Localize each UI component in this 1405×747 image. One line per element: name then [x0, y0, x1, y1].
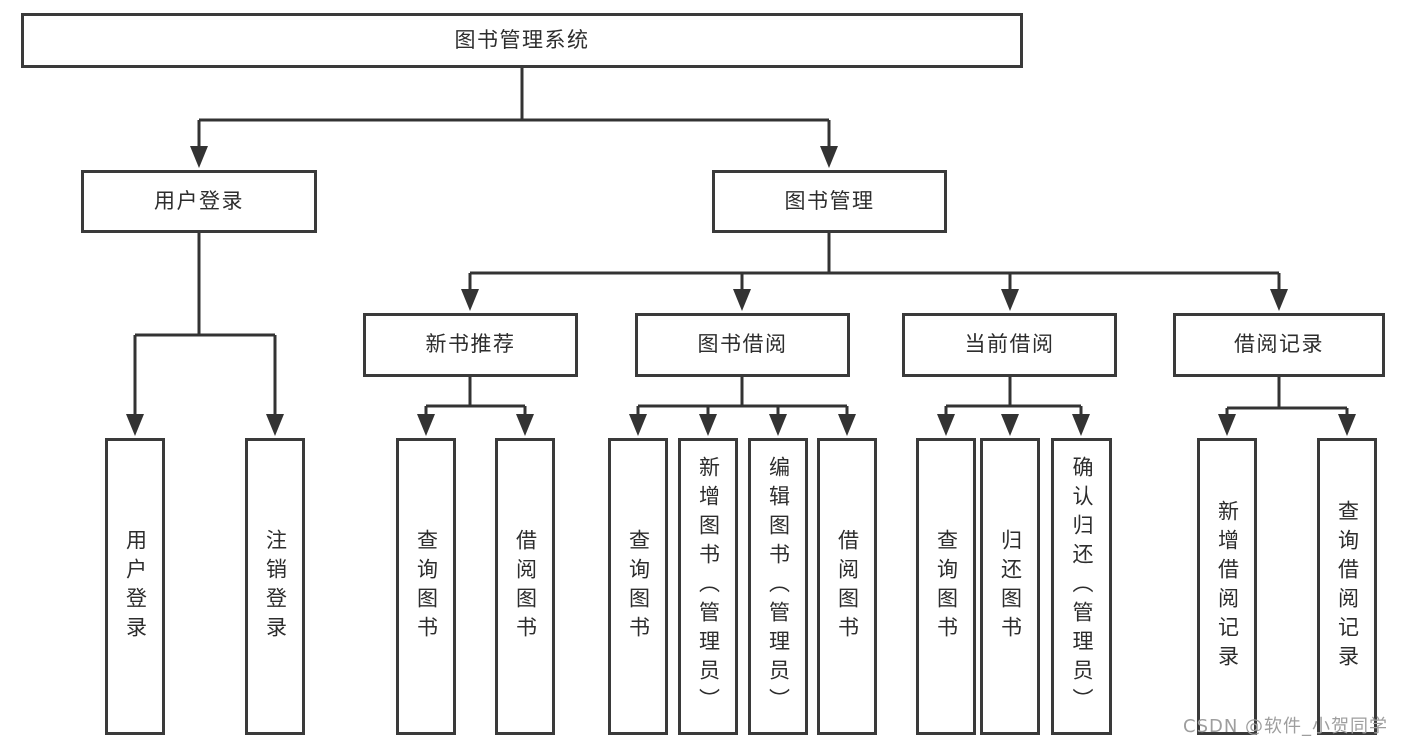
leaf-query-books-1: 查询图书: [396, 438, 456, 735]
leaf-user-login: 用户登录: [105, 438, 165, 735]
leaf-query-books-2: 查询图书: [608, 438, 668, 735]
node-borrow-records-label: 借阅记录: [1234, 332, 1324, 357]
leaf-query-borrow-record-label: 查询借阅记录: [1335, 499, 1360, 674]
leaf-return-books-label: 归还图书: [998, 528, 1023, 645]
leaf-query-books-2-label: 查询图书: [626, 528, 651, 645]
node-book-management: 图书管理: [712, 170, 947, 233]
leaf-borrow-books-1: 借阅图书: [495, 438, 555, 735]
leaf-edit-books-admin: 编辑图书（管理员）: [748, 438, 808, 735]
arrowheads: [126, 146, 1356, 436]
node-current-borrow-label: 当前借阅: [964, 332, 1055, 357]
leaf-query-borrow-record: 查询借阅记录: [1317, 438, 1377, 735]
leaf-return-books: 归还图书: [980, 438, 1040, 735]
leaf-logout: 注销登录: [245, 438, 305, 735]
node-borrow-records: 借阅记录: [1173, 313, 1385, 377]
leaf-add-books-admin: 新增图书（管理员）: [678, 438, 738, 735]
leaf-add-books-admin-label: 新增图书（管理员）: [696, 456, 721, 717]
leaf-logout-label: 注销登录: [263, 528, 288, 645]
leaf-user-login-label: 用户登录: [123, 528, 148, 645]
node-user-login: 用户登录: [81, 170, 317, 233]
node-current-borrow: 当前借阅: [902, 313, 1117, 377]
leaf-confirm-return-admin-label: 确认归还（管理员）: [1070, 456, 1094, 717]
leaf-borrow-books-2: 借阅图书: [817, 438, 877, 735]
leaf-query-books-3: 查询图书: [916, 438, 976, 735]
node-root-system: 图书管理系统: [21, 13, 1023, 68]
node-new-book-recommend-label: 新书推荐: [425, 332, 516, 357]
node-book-management-label: 图书管理: [784, 188, 875, 213]
node-book-borrow-label: 图书借阅: [697, 332, 788, 357]
node-root-label: 图书管理系统: [454, 27, 590, 52]
leaf-query-books-3-label: 查询图书: [934, 528, 959, 645]
leaf-borrow-books-1-label: 借阅图书: [513, 528, 538, 645]
leaf-add-borrow-record: 新增借阅记录: [1197, 438, 1257, 735]
leaf-confirm-return-admin: 确认归还（管理员）: [1051, 438, 1112, 735]
leaf-add-borrow-record-label: 新增借阅记录: [1215, 499, 1240, 674]
watermark-text: CSDN @软件_小贺同学: [1183, 716, 1389, 737]
node-new-book-recommend: 新书推荐: [363, 313, 578, 377]
leaf-query-books-1-label: 查询图书: [414, 528, 439, 645]
leaf-edit-books-admin-label: 编辑图书（管理员）: [766, 456, 791, 717]
node-user-login-label: 用户登录: [154, 188, 244, 213]
node-book-borrow: 图书借阅: [635, 313, 850, 377]
leaf-borrow-books-2-label: 借阅图书: [835, 528, 860, 645]
